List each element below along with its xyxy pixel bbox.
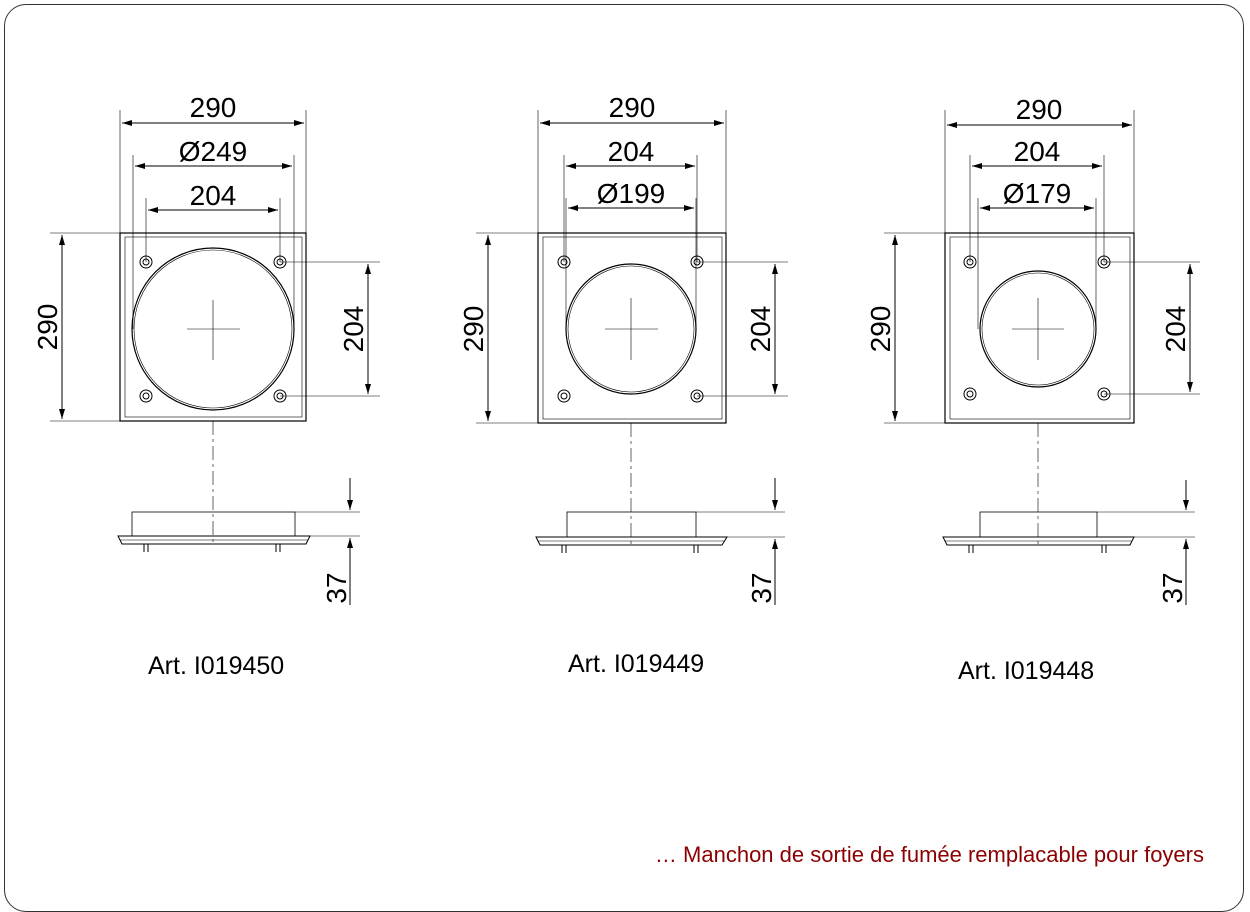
article-number-2: Art. I019449 bbox=[568, 650, 705, 678]
d1-hole-spacing-label: 204 bbox=[338, 306, 369, 353]
plate-inner-outline bbox=[124, 236, 303, 418]
d3-depth-label: 37 bbox=[1157, 572, 1188, 603]
mounting-holes bbox=[963, 255, 1111, 401]
product-caption: … Manchon de sortie de fumée remplacable… bbox=[654, 842, 1204, 867]
plate-inner-outline bbox=[542, 236, 723, 420]
plate-outline bbox=[944, 232, 1135, 424]
article-number-3: Art. I019448 bbox=[958, 657, 1095, 685]
d3-height-label: 290 bbox=[865, 306, 896, 353]
side-view bbox=[942, 480, 1195, 605]
d3-hole-spacing-label: 204 bbox=[1160, 306, 1191, 353]
d2-height-label: 290 bbox=[458, 306, 489, 353]
side-view bbox=[535, 478, 785, 605]
d1-inner-label-1: Ø249 bbox=[179, 136, 248, 167]
drawing-3 bbox=[884, 110, 1200, 605]
d2-inner-label-1: 204 bbox=[608, 136, 655, 167]
d2-depth-label: 37 bbox=[746, 572, 777, 603]
article-number-1: Art. I019450 bbox=[148, 652, 285, 680]
plate-inner-outline bbox=[949, 236, 1131, 420]
d1-depth-label: 37 bbox=[321, 572, 352, 603]
d1-width-label: 290 bbox=[190, 92, 237, 123]
d1-height-label: 290 bbox=[32, 304, 63, 351]
d3-inner-label-2: Ø179 bbox=[1003, 178, 1072, 209]
d2-inner-label-2: Ø199 bbox=[597, 178, 666, 209]
plate-outline bbox=[537, 232, 727, 424]
d3-inner-label-1: 204 bbox=[1014, 136, 1061, 167]
drawing-2 bbox=[476, 110, 788, 605]
side-view bbox=[117, 478, 360, 605]
drawing-1 bbox=[50, 110, 380, 605]
d1-inner-label-2: 204 bbox=[190, 180, 237, 211]
d2-hole-spacing-label: 204 bbox=[745, 306, 776, 353]
d3-width-label: 290 bbox=[1016, 94, 1063, 125]
d2-width-label: 290 bbox=[609, 92, 656, 123]
